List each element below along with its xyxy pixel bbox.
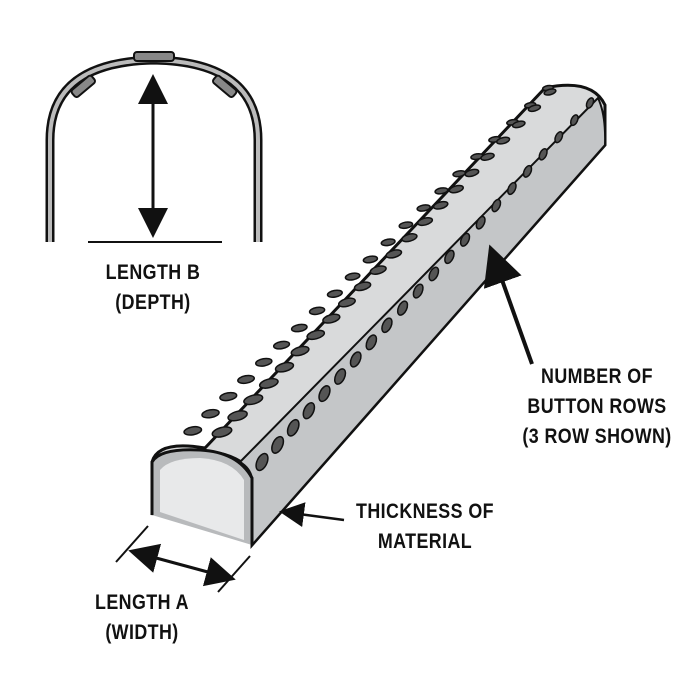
button-dimple: [416, 216, 434, 227]
button-dimple: [396, 300, 409, 316]
cross-section-view: [45, 51, 263, 243]
button-dimple: [255, 452, 269, 472]
thickness-line2: MATERIAL: [377, 530, 473, 553]
button-dimple: [538, 147, 548, 161]
button-dimple: [434, 187, 449, 195]
length-a-title: LENGTH A: [95, 591, 189, 614]
width-extension-left: [115, 525, 149, 563]
buttons-group: [183, 84, 595, 472]
button-dimple: [227, 410, 248, 422]
button-dimple: [412, 283, 424, 299]
button-dimple: [349, 351, 362, 368]
button-dimple: [585, 97, 595, 109]
button-dimple: [255, 357, 273, 367]
length-b-label: LENGTH B (DEPTH): [68, 258, 238, 318]
button-dimple: [353, 281, 372, 292]
button-dimple: [543, 88, 557, 96]
button-dimple: [527, 104, 542, 113]
button-rows-label: NUMBER OF BUTTON ROWS (3 ROW SHOWN): [504, 362, 691, 452]
button-dimple: [569, 114, 579, 127]
button-dimple: [475, 215, 486, 230]
button-dimple: [380, 238, 396, 247]
button-dimple: [344, 272, 361, 281]
button-dimple: [271, 435, 285, 454]
button-dimple: [362, 255, 379, 264]
length-b-subtitle: (DEPTH): [115, 291, 191, 314]
button-dimple: [385, 249, 403, 259]
channel-body: [150, 83, 607, 549]
thickness-arrow: [279, 502, 345, 528]
button-dimple: [432, 200, 449, 210]
button-dimple: [337, 297, 356, 308]
width-extension-right: [217, 555, 251, 593]
button-dimple: [444, 249, 455, 265]
button-dimple: [308, 306, 326, 316]
button-dimple: [511, 120, 526, 129]
button-dimple: [183, 425, 203, 436]
button-dimple: [365, 334, 378, 351]
button-dimple: [322, 313, 341, 324]
button-dimple: [243, 394, 264, 406]
button-dimple: [507, 181, 517, 196]
button-dimple: [428, 266, 440, 282]
button-dimple: [464, 168, 480, 178]
button-dimple: [326, 289, 343, 298]
button-dimple: [495, 136, 511, 145]
button-rows-line3: (3 ROW SHOWN): [522, 425, 672, 448]
button-dimple: [318, 385, 331, 403]
button-dimple: [401, 233, 418, 243]
button-dimple: [381, 317, 393, 334]
button-dimple: [237, 374, 256, 385]
button-dimple: [290, 345, 310, 357]
button-dimple: [398, 221, 414, 230]
button-dimple: [448, 184, 464, 194]
button-dimple: [369, 265, 387, 275]
thickness-line1: THICKNESS OF: [356, 500, 494, 523]
button-dimple: [211, 426, 233, 438]
length-b-title: LENGTH B: [105, 261, 201, 284]
button-dimple: [302, 402, 316, 420]
width-arrow: [128, 543, 236, 587]
button-dimple: [416, 204, 431, 212]
button-dimple: [480, 152, 495, 161]
button-dimple: [274, 361, 295, 373]
button-dimple: [290, 323, 308, 333]
length-a-subtitle: (WIDTH): [105, 621, 179, 644]
button-dimple: [258, 377, 279, 389]
button-dimple: [491, 198, 502, 213]
button-dimple: [459, 232, 471, 247]
button-dimple: [286, 418, 300, 437]
length-a-label: LENGTH A (WIDTH): [57, 588, 227, 648]
button-dimple: [554, 131, 564, 144]
button-dimple: [201, 408, 220, 419]
button-dimple: [272, 340, 291, 350]
button-dimple: [219, 391, 238, 402]
button-rows-line2: BUTTON ROWS: [527, 395, 667, 418]
button-dimple: [306, 329, 326, 341]
button-rows-line1: NUMBER OF: [541, 365, 653, 388]
button-dimple: [333, 368, 347, 385]
button-rows-arrow: [483, 244, 534, 365]
button-dimple: [522, 164, 533, 178]
thickness-label: THICKNESS OF MATERIAL: [340, 497, 510, 557]
